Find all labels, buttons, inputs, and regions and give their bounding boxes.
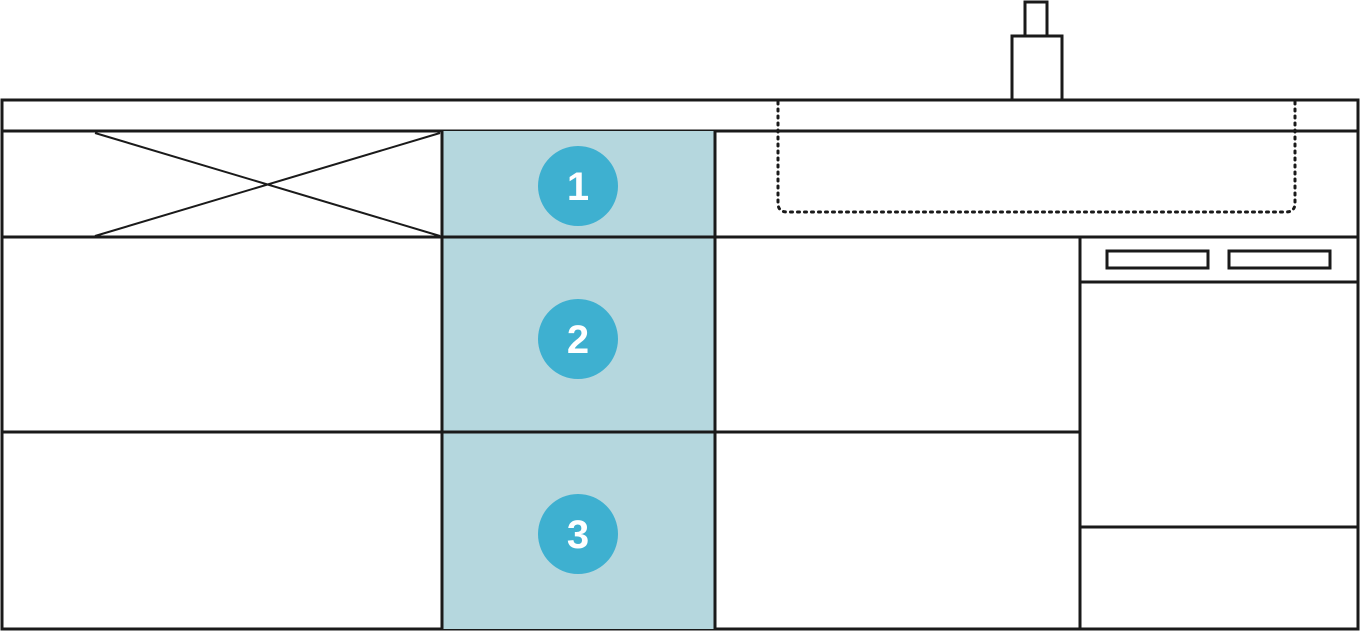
drawer-marker-1: 1 — [538, 146, 618, 226]
sink-outline — [776, 100, 1297, 214]
cooktop-placeholder-icon — [94, 132, 441, 237]
drawer-marker-2-label: 2 — [567, 318, 589, 362]
dishwasher-control-left — [1105, 249, 1210, 270]
countertop — [0, 98, 1360, 133]
faucet-icon — [1010, 0, 1064, 102]
dishwasher-control-right — [1227, 249, 1332, 270]
drawer-marker-3-label: 3 — [567, 513, 589, 557]
dishwasher — [1080, 249, 1358, 529]
drawer-marker-2: 2 — [538, 299, 618, 379]
drawer-marker-1-label: 1 — [567, 165, 589, 209]
drawer-marker-3: 3 — [538, 494, 618, 574]
